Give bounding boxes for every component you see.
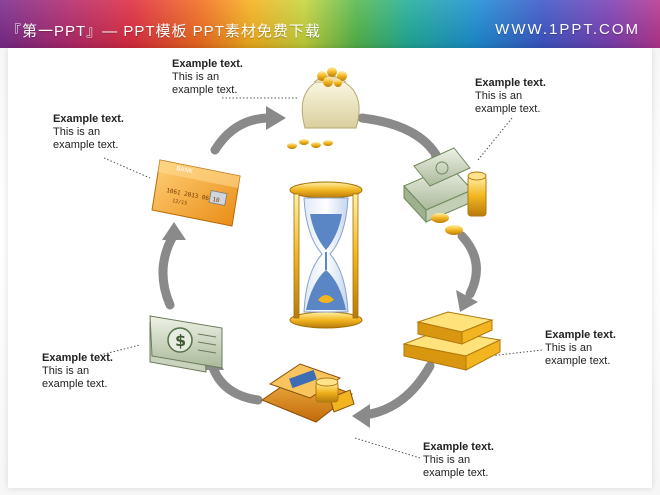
label-title: Example text. <box>475 77 546 89</box>
leader-credit-card <box>103 157 151 179</box>
arrow-bag-to-cash <box>357 113 443 163</box>
label-body: This is an example text. <box>53 126 119 151</box>
leader-wallet <box>354 437 421 459</box>
gold-bars-icon <box>402 311 502 371</box>
arrowhead-3 <box>352 404 370 428</box>
label-body: This is an example text. <box>545 342 611 367</box>
header-site-link[interactable]: WWW.1PPT.COM <box>495 21 640 38</box>
cash-stack-icon <box>403 147 487 235</box>
credit-card-icon: BANK 1061 2013 06 10 12/15 <box>151 159 241 227</box>
arrow-cash-to-gold <box>457 231 481 299</box>
card-bank-label: BANK <box>176 165 195 175</box>
leader-cash-stack <box>477 117 513 161</box>
label-credit-card: Example text. This is an example text. <box>53 113 124 152</box>
label-cash-stack: Example text. This is an example text. <box>475 77 546 116</box>
header-bar: 『第一PPT』— PPT模板 PPT素材免费下载 WWW.1PPT.COM <box>0 0 660 48</box>
arrow-gold-to-wallet <box>359 361 435 420</box>
label-title: Example text. <box>42 352 113 364</box>
arrow-bills-to-card <box>158 233 177 310</box>
label-body: This is an example text. <box>475 90 541 115</box>
dollar-bills-icon: $ <box>149 315 223 373</box>
label-title: Example text. <box>172 58 243 70</box>
arrow-wallet-to-bills <box>207 360 263 405</box>
svg-text:$: $ <box>175 331 186 350</box>
label-body: This is an example text. <box>42 365 108 390</box>
arrowhead-6 <box>266 106 286 130</box>
label-body: This is an example text. <box>172 71 238 96</box>
hourglass-icon <box>289 181 363 329</box>
label-title: Example text. <box>545 329 616 341</box>
label-title: Example text. <box>423 441 494 453</box>
header-title: 『第一PPT』— PPT模板 PPT素材免费下载 <box>6 23 321 40</box>
card-valid: 12/15 <box>172 198 188 207</box>
label-dollar-bills: Example text. This is an example text. <box>42 352 113 391</box>
money-bag-icon <box>287 67 360 149</box>
arrow-card-to-bag <box>210 113 275 155</box>
label-gold-bars: Example text. This is an example text. <box>545 329 616 368</box>
label-money-bag: Example text. This is an example text. <box>172 58 243 97</box>
label-title: Example text. <box>53 113 124 125</box>
leader-lines <box>99 97 543 459</box>
arrowhead-5 <box>162 222 186 240</box>
label-body: This is an example text. <box>423 454 489 479</box>
wallet-icon <box>260 363 355 423</box>
label-wallet: Example text. This is an example text. <box>423 441 494 480</box>
cycle-arrows <box>158 113 481 420</box>
arrowhead-2 <box>456 290 478 312</box>
